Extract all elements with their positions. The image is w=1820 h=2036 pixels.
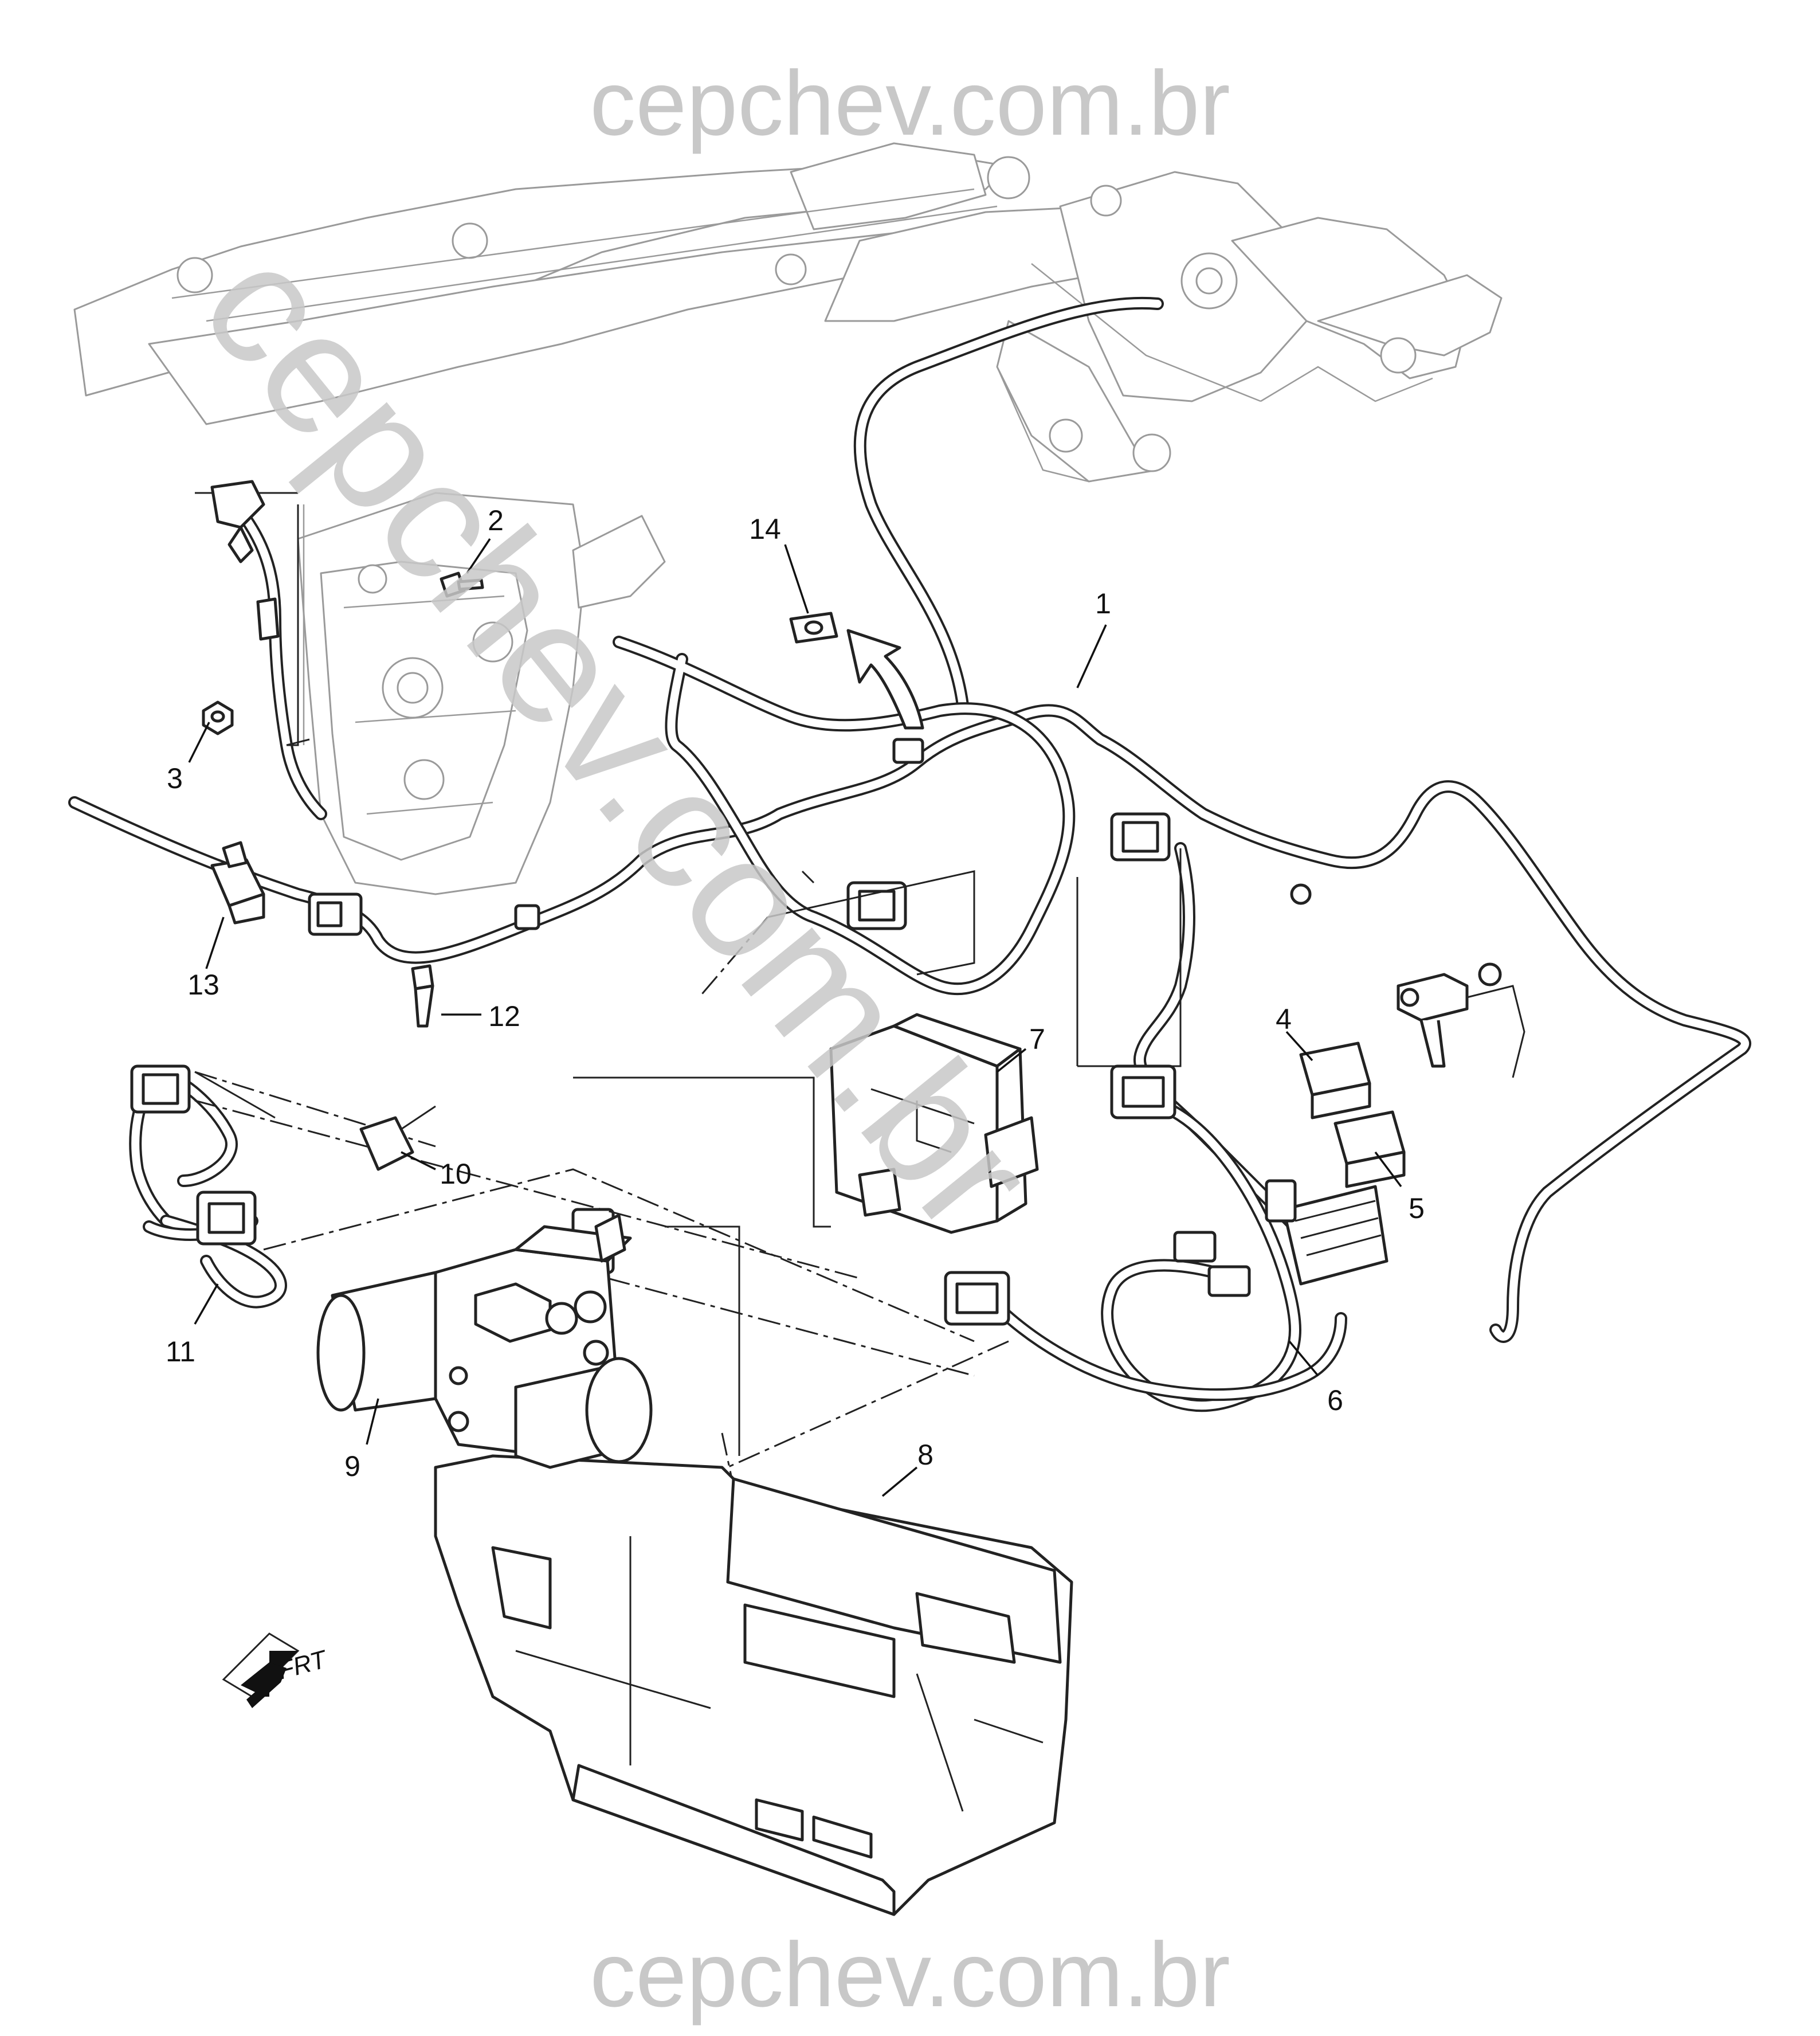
relay-item-5[interactable] (1333, 1110, 1406, 1188)
watermark-top: cepchev.com.br (590, 52, 1230, 154)
sensor-connector-item-13[interactable] (210, 841, 265, 925)
callout-6: 6 (1327, 1384, 1343, 1416)
engine-block (297, 492, 666, 895)
bolt-item-2[interactable] (440, 571, 484, 598)
callout-9: 9 (344, 1450, 360, 1482)
watermark-bottom: cepchev.com.br (590, 1923, 1230, 2026)
callout-11: 11 (166, 1336, 195, 1368)
watermark-diagonal: cepchev.com.br (166, 212, 1072, 1267)
sensor-bracket-right (1397, 962, 1525, 1078)
callout-5: 5 (1409, 1192, 1425, 1224)
sensor-bracket-left (210, 480, 280, 641)
mounting-bracket-item-8[interactable] (434, 1454, 1073, 1916)
wiring-harness-main[interactable] (68, 296, 1751, 1343)
callout-leaders (188, 538, 1402, 1497)
callout-labels: 1 2 3 4 5 6 7 8 9 10 11 12 13 14 (166, 504, 1425, 1482)
callout-1: 1 (1095, 588, 1111, 620)
abs-modulator-pump-item-9[interactable] (316, 1213, 653, 1469)
callout-10: 10 (440, 1158, 472, 1190)
vehicle-frame (73, 142, 1503, 483)
nut-item-3[interactable] (202, 700, 234, 735)
clip-item-14[interactable] (789, 612, 838, 644)
callout-2: 2 (488, 504, 504, 537)
front-direction-indicator: FRT (222, 1632, 331, 1708)
callout-8: 8 (917, 1439, 933, 1471)
relay-item-4[interactable] (1299, 1042, 1371, 1119)
electronic-brake-control-module-item-7[interactable] (829, 1013, 1039, 1234)
harness-connectors (130, 738, 1312, 1326)
callout-12: 12 (488, 1000, 520, 1032)
installation-arrow (846, 629, 924, 730)
connector-item-10[interactable] (359, 1105, 436, 1171)
callout-4: 4 (1276, 1003, 1292, 1035)
callout-7: 7 (1029, 1023, 1045, 1055)
fuse-relay-block[interactable] (1173, 1179, 1388, 1297)
terminal-item-12[interactable] (411, 964, 434, 1028)
wiring-harness-item-6[interactable] (985, 1100, 1347, 1412)
callout-14: 14 (749, 513, 781, 545)
callout-3: 3 (167, 762, 183, 794)
callout-13: 13 (187, 969, 219, 1001)
